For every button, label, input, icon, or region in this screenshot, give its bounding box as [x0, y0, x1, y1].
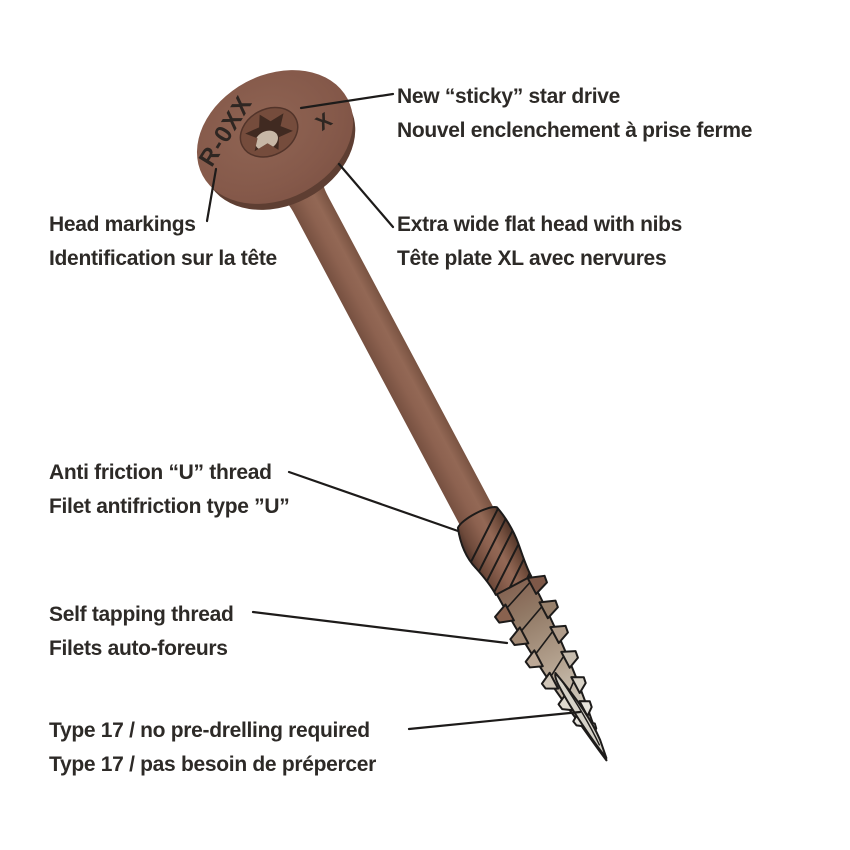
callout-head-markings-en: Head markings [49, 213, 196, 236]
callout-line-self-tapping [251, 610, 509, 645]
star-drive-icon [239, 106, 299, 158]
callout-star-drive-en: New “sticky” star drive [397, 85, 621, 108]
callout-flat-head-en: Extra wide flat head with nibs [397, 213, 683, 236]
thread-tooth [560, 650, 579, 669]
callout-self-tapping-fr: Filets auto-foreurs [49, 637, 228, 660]
callout-type17: Type 17 / no pre-drelling required Type … [49, 714, 376, 782]
callout-line-star-drive [299, 92, 395, 110]
callout-line-head-markings [205, 167, 218, 223]
callout-line-type17 [407, 710, 582, 731]
thread-tooth [549, 624, 569, 645]
callout-type17-en: Type 17 / no pre-drelling required [49, 719, 370, 742]
callout-anti-friction-en: Anti friction “U” thread [49, 461, 272, 484]
callout-flat-head: Extra wide flat head with nibs Tête plat… [397, 208, 682, 276]
screw-shank [264, 159, 510, 555]
callout-flat-head-fr: Tête plate XL avec nervures [397, 247, 667, 270]
screw-body [196, 70, 608, 762]
thread-tooth [526, 574, 548, 595]
thread-tooth [538, 599, 559, 620]
callout-star-drive: New “sticky” star drive Nouvel enclenche… [397, 80, 752, 148]
callout-self-tapping: Self tapping thread Filets auto-foreurs [49, 598, 234, 666]
callout-type17-fr: Type 17 / pas besoin de prépercer [49, 753, 377, 776]
type17-flute [554, 672, 608, 760]
thread-tooth [509, 626, 530, 647]
type17-flute-line [561, 680, 601, 746]
thread-tooth [540, 671, 560, 690]
callout-anti-friction: Anti friction “U” thread Filet antifrict… [49, 456, 290, 524]
callout-head-markings-fr: Identification sur la tête [49, 247, 277, 270]
callout-anti-friction-fr: Filet antifriction type ”U” [49, 495, 290, 518]
callout-line-flat-head [337, 162, 395, 229]
callout-self-tapping-en: Self tapping thread [49, 603, 234, 626]
callout-lines [205, 92, 582, 731]
callout-line-anti-friction [287, 470, 460, 533]
callout-head-markings: Head markings Identification sur la tête [49, 208, 277, 276]
thread-tooth [570, 676, 587, 695]
thread-tooth [524, 649, 544, 669]
thread-tooth [494, 603, 515, 624]
u-thread-section [456, 506, 533, 596]
callout-star-drive-fr: Nouvel enclenchement à prise ferme [397, 119, 753, 142]
